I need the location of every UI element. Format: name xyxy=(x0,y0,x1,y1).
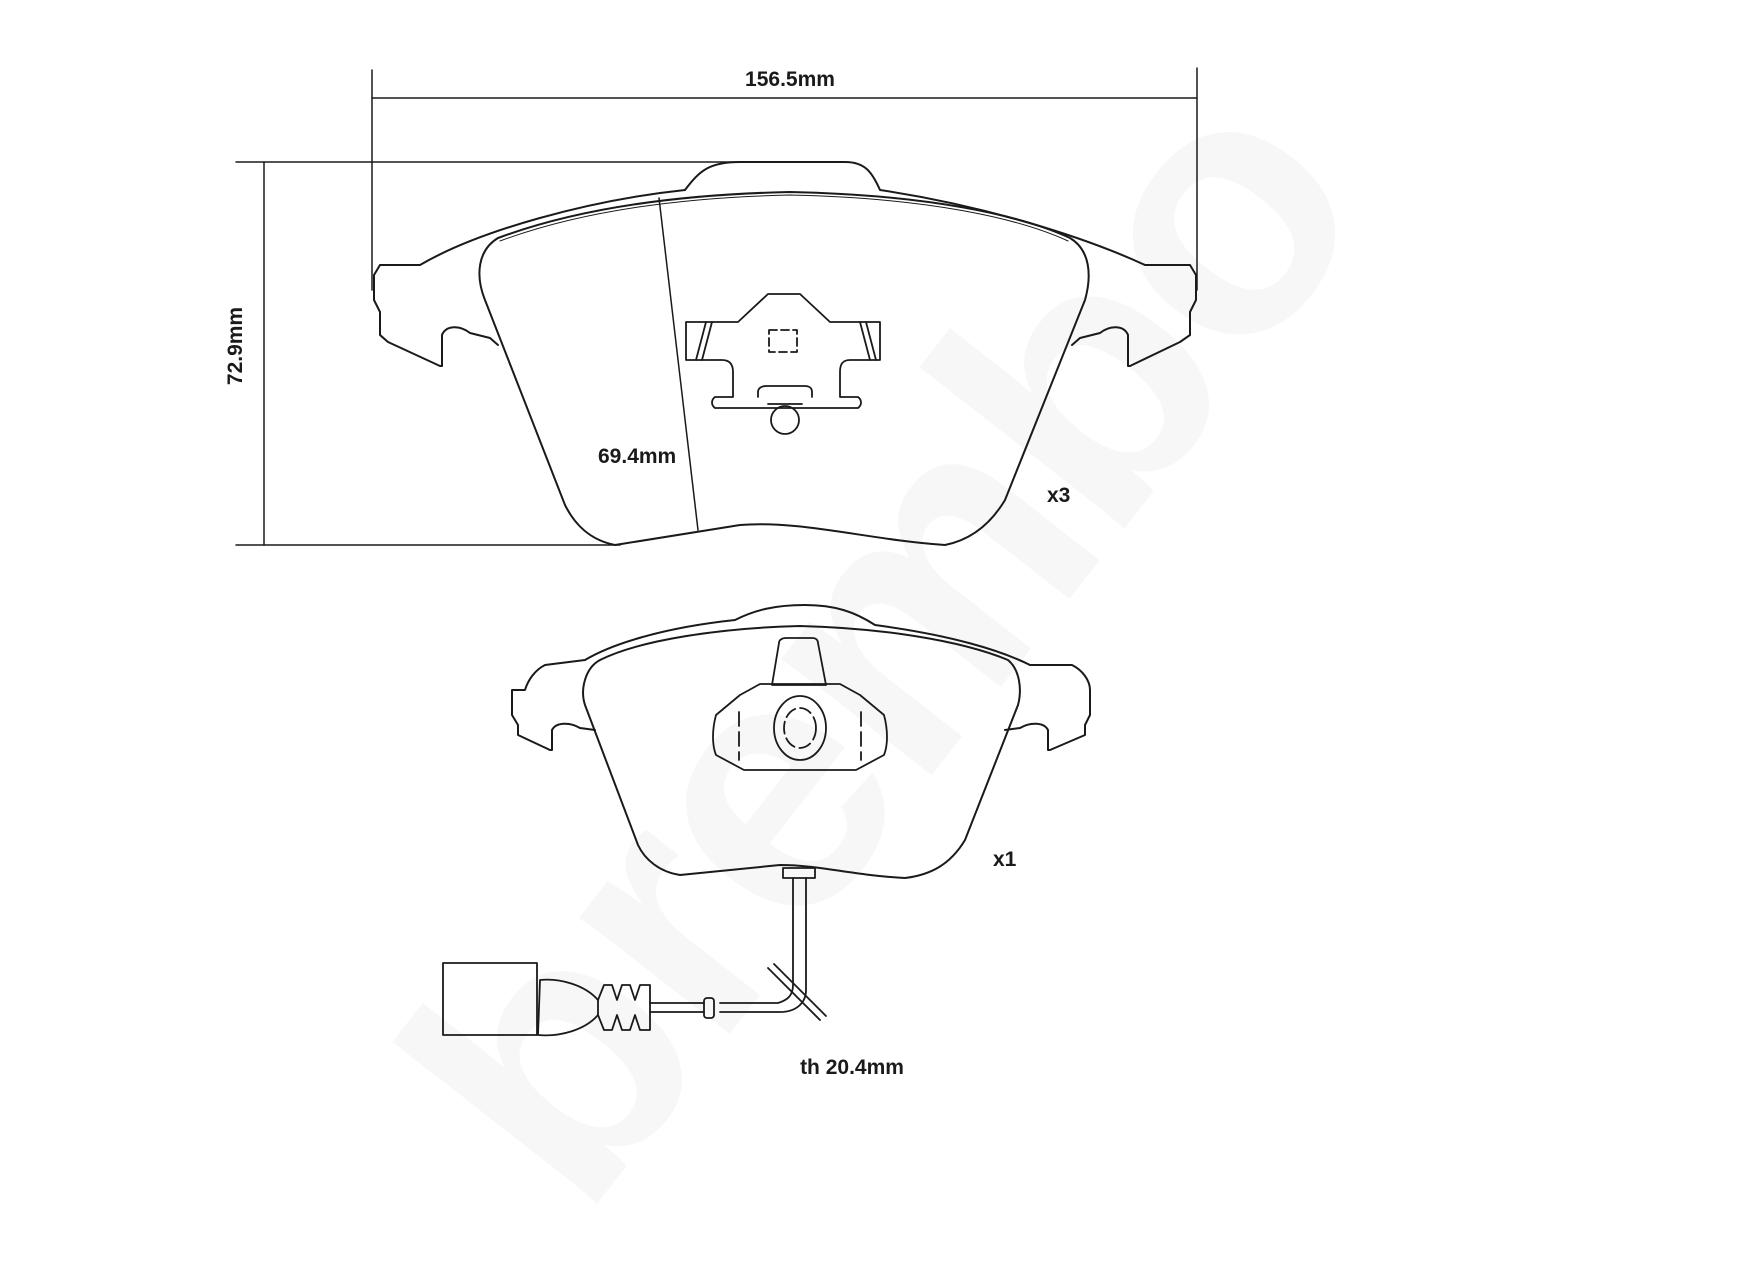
thickness-label: th 20.4mm xyxy=(800,1056,904,1079)
width-dimension-label: 156.5mm xyxy=(745,68,835,91)
sensor-housing xyxy=(712,637,888,771)
technical-drawing xyxy=(235,67,1198,1037)
width-dimension-line xyxy=(371,67,1198,291)
inner-height-dimension-label: 69.4mm xyxy=(598,445,677,468)
brake-pad-top xyxy=(373,161,1197,546)
inner-height-dimension-line xyxy=(658,197,699,531)
retaining-clip xyxy=(685,293,881,435)
bottom-pad-quantity-label: x1 xyxy=(993,848,1017,871)
wear-sensor-cable xyxy=(442,867,827,1037)
height-dimension-label: 72.9mm xyxy=(224,306,247,386)
top-pad-quantity-label: x3 xyxy=(1047,484,1071,507)
drawing-canvas: brembo xyxy=(224,67,1198,1079)
brake-pad-bottom xyxy=(442,604,1091,1037)
height-dimension-line xyxy=(235,161,846,546)
